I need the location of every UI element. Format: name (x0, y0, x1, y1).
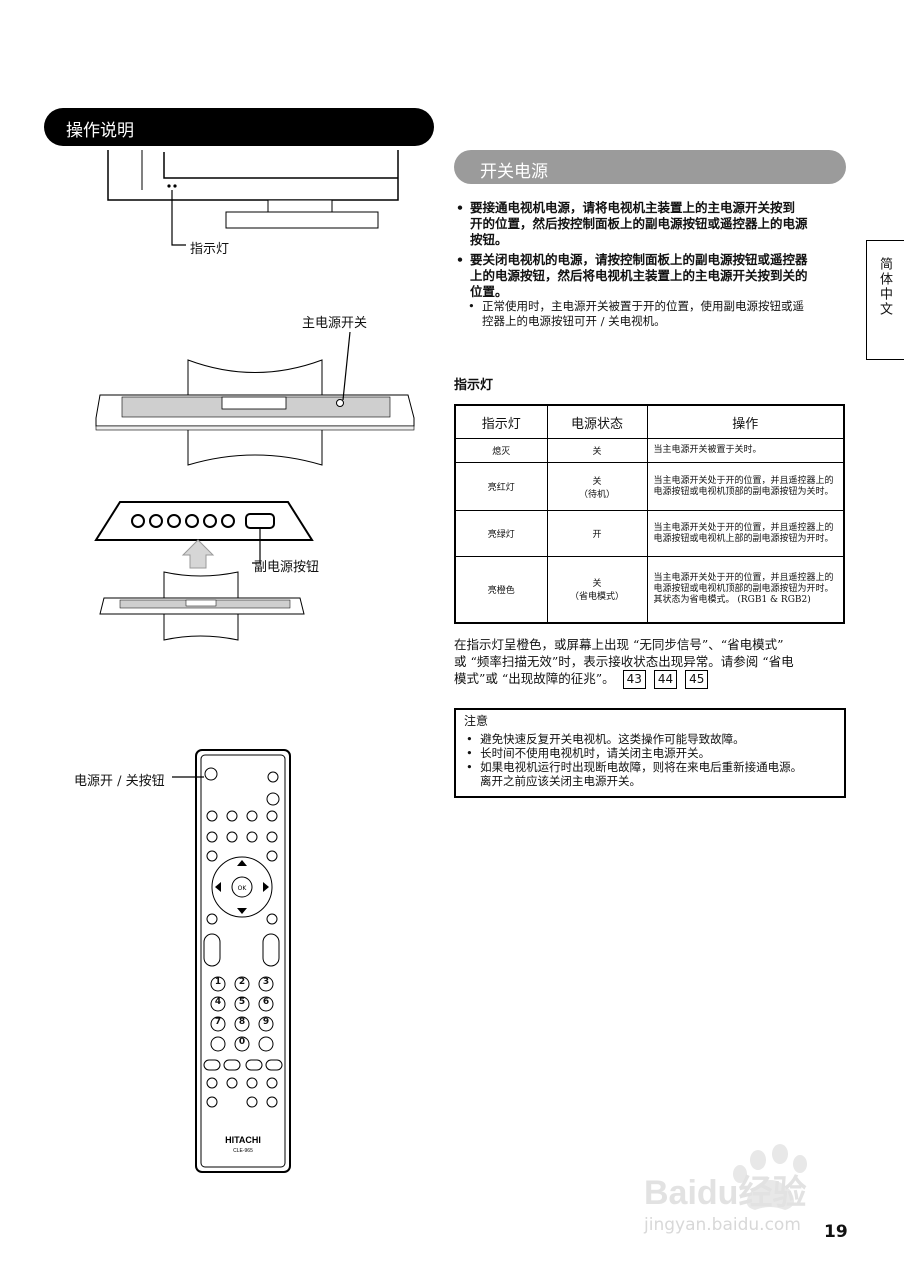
op-cell: 当主电源开关处于开的位置，并且遥控器上的电源按钮或电视机顶部的副电源按钮为关时。 (646, 462, 845, 511)
remote-model: CLE-965 (233, 1148, 253, 1154)
note-item: • 避免快速反复开关电视机。这类操作可能导致故障。 (466, 732, 745, 746)
note-item: • 如果电视机运行时出现断电故障，则将在来电后重新接通电源。 (466, 760, 803, 774)
status-paragraph: 在指示灯呈橙色，或屏幕上出现 “无同步信号”、“省电模式” 或 “频率扫描无效”… (454, 636, 854, 689)
table-header: 指示灯 (454, 404, 548, 439)
note-item-continued: 离开之前应该关闭主电源开关。 (480, 774, 641, 788)
state-cell: 开 (546, 510, 648, 557)
remote-digit-key: 8 (238, 1017, 246, 1027)
remote-digit-key: 7 (214, 1017, 222, 1027)
state-cell: 关 （待机） (546, 462, 648, 511)
remote-digit-key: 0 (238, 1037, 246, 1047)
light-cell: 亮绿灯 (454, 510, 548, 557)
table-header: 操作 (646, 404, 845, 439)
page-title: 操作说明 (66, 121, 134, 141)
language-tab-label: 简体中文 (877, 257, 892, 317)
note-box: 注意 • 避免快速反复开关电视机。这类操作可能导致故障。 • 长时间不使用电视机… (454, 708, 846, 798)
section-title: 开关电源 (480, 162, 548, 182)
remote-power-label: 电源开 / 关按钮 (74, 774, 165, 789)
bullet-marker: • (456, 252, 464, 267)
baidu-watermark: Baidu经验 jingyan.baidu.com (643, 1144, 807, 1235)
main-power-switch-icon (336, 399, 344, 407)
light-cell: 亮橙色 (454, 556, 548, 623)
indicator-table: 指示灯 电源状态 操作 熄灭 关 当主电源开关被置于关时。 亮红灯 关 （待机）… (454, 404, 845, 624)
sub-power-button-icon (245, 513, 275, 529)
note-item: • 长时间不使用电视机时，请关闭主电源开关。 (466, 746, 711, 760)
tv-illustrations: OK HITACHI CLE-965 (94, 150, 415, 1173)
op-cell: 当主电源开关被置于关时。 (646, 438, 845, 463)
table-header: 电源状态 (546, 404, 648, 439)
note-list: • 避免快速反复开关电视机。这类操作可能导致故障。 • 长时间不使用电视机时，请… (466, 732, 840, 788)
sub-bullet-note: 正常使用时，主电源开关被置于开的位置，使用副电源按钮或遥控器上的电源按钮可开 /… (482, 299, 804, 328)
remote-digit-key: 9 (262, 1017, 270, 1027)
page-ref[interactable]: 45 (685, 670, 709, 689)
table-row: 亮红灯 关 （待机） 当主电源开关处于开的位置，并且遥控器上的电源按钮或电视机顶… (454, 462, 845, 511)
table-title: 指示灯 (454, 378, 494, 393)
remote-power-icon (204, 767, 218, 781)
table-row: 亮绿灯 开 当主电源开关处于开的位置，并且遥控器上的电源按钮或电视机上部的副电源… (454, 510, 845, 557)
remote-digit-key: 6 (262, 997, 270, 1007)
remote-digit-key: 2 (238, 977, 246, 987)
op-cell: 当主电源开关处于开的位置，并且遥控器上的电源按钮或电视机顶部的副电源按钮为开时。… (646, 556, 845, 623)
indicator-light-icon (167, 184, 171, 188)
watermark-brand: Baidu经验 (644, 1173, 806, 1212)
remote-digit-key: 3 (262, 977, 270, 987)
remote-brand: HITACHI (225, 1135, 261, 1145)
light-cell: 亮红灯 (454, 462, 548, 511)
control-panel-illustration (94, 501, 314, 641)
op-cell: 当主电源开关处于开的位置，并且遥控器上的电源按钮或电视机上部的副电源按钮为开时。 (646, 510, 845, 557)
bullet-power-on: 要接通电视机电源，请将电视机主装置上的主电源开关按到开的位置，然后按控制面板上的… (470, 200, 808, 247)
section-bar (454, 150, 846, 184)
table-row: 熄灭 关 当主电源开关被置于关时。 (454, 438, 845, 463)
bullet-marker: • (456, 200, 464, 215)
sub-bullet-marker: • (468, 299, 475, 313)
bullet-power-off: 要关闭电视机的电源，请按控制面板上的副电源按钮或遥控器上的电源按钮，然后将电视机… (470, 252, 808, 299)
remote-control-illustration: OK HITACHI CLE-965 (172, 749, 291, 1173)
sub-power-label: 副电源按钮 (254, 560, 320, 575)
remote-digit-key: 4 (214, 997, 222, 1007)
indicator-label: 指示灯 (190, 242, 230, 257)
page-ref[interactable]: 43 (622, 670, 646, 689)
svg-text:OK: OK (238, 885, 248, 892)
page-ref[interactable]: 44 (653, 670, 678, 689)
header-bar (44, 108, 434, 146)
tv-front-illustration (107, 150, 399, 246)
light-cell: 熄灭 (454, 438, 548, 463)
note-title: 注意 (464, 714, 489, 728)
state-cell: 关 (546, 438, 648, 463)
watermark-url: jingyan.baidu.com (643, 1215, 801, 1235)
state-cell: 关 （省电模式） (546, 556, 648, 623)
page-number: 19 (824, 1222, 848, 1242)
tv-top-illustration (95, 331, 415, 466)
language-tab: 简体中文 (866, 240, 904, 360)
main-power-label: 主电源开关 (302, 316, 368, 331)
remote-digit-key: 1 (214, 977, 222, 987)
remote-digit-key: 5 (238, 997, 246, 1007)
table-row: 亮橙色 关 （省电模式） 当主电源开关处于开的位置，并且遥控器上的电源按钮或电视… (454, 556, 845, 623)
